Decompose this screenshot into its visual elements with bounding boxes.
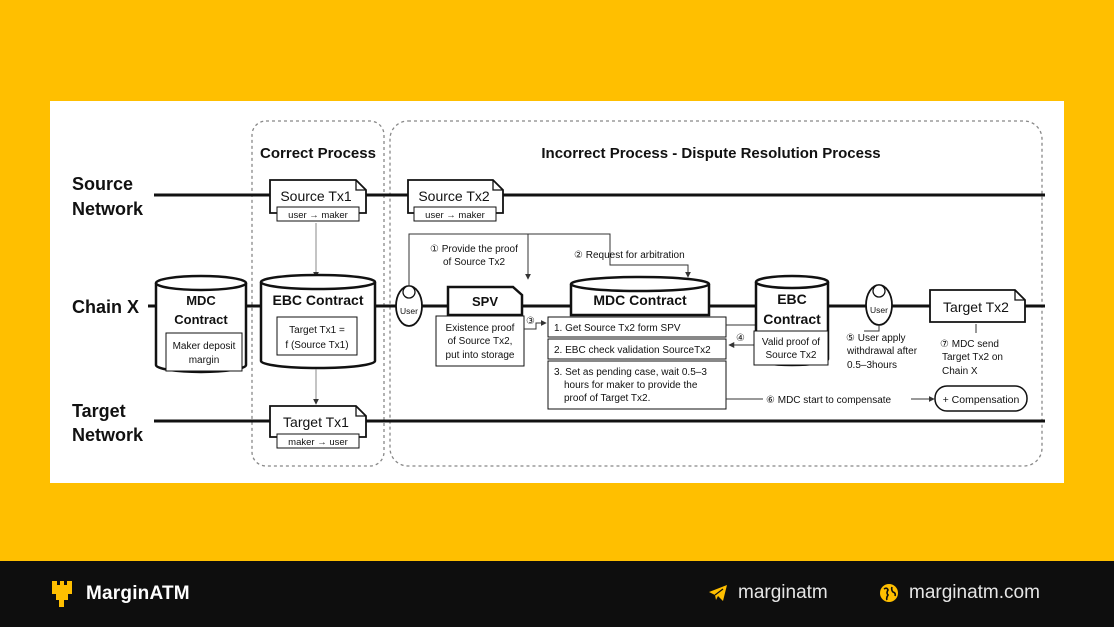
user-2-label: User xyxy=(870,305,888,315)
step5-label-b: withdrawal after xyxy=(846,346,918,357)
mdc-left-title-1: MDC xyxy=(186,293,216,308)
telegram-icon xyxy=(709,585,727,601)
dispute-resolution-diagram: Correct Process Incorrect Process - Disp… xyxy=(72,120,1045,467)
step6-label-bg xyxy=(763,391,911,407)
step1-label-b: of Source Tx2 xyxy=(443,257,506,268)
incorrect-process-title: Incorrect Process - Dispute Resolution P… xyxy=(541,145,880,162)
user-figure-1: User xyxy=(395,285,423,327)
user-2-connector xyxy=(864,325,880,332)
correct-process-title: Correct Process xyxy=(260,145,376,162)
telegram-handle: marginatm xyxy=(738,582,828,603)
ebc-right-title-2: Contract xyxy=(763,311,821,327)
user-figure-2: User xyxy=(865,284,893,326)
mdc-left-note-1: Maker deposit xyxy=(173,341,236,352)
user-1-label: User xyxy=(400,306,418,316)
spv-title: SPV xyxy=(472,294,498,309)
ebc-contract-right: EBC Contract Valid proof of Source Tx2 xyxy=(753,274,830,367)
step2-label: ② Request for arbitration xyxy=(574,250,685,261)
step7-label-c: Chain X xyxy=(942,366,978,377)
mdc-item-3a: 3. Set as pending case, wait 0.5–3 xyxy=(554,367,707,378)
step7-label-b: Target Tx2 on xyxy=(942,352,1003,363)
website-link[interactable]: marginatm.com xyxy=(879,582,1040,604)
mdc-contract-left: MDC Contract Maker deposit margin xyxy=(154,274,248,374)
telegram-link[interactable]: marginatm xyxy=(708,582,828,604)
footer-bar: MarginATM marginatm marginatm.com xyxy=(0,561,1114,627)
compensation-label: + Compensation xyxy=(943,394,1020,406)
lane-label-source-2: Network xyxy=(72,199,144,219)
mdc-left-note-2: margin xyxy=(189,355,220,366)
diagram-panel: Correct Process Incorrect Process - Disp… xyxy=(50,101,1064,483)
brand[interactable]: MarginATM xyxy=(50,580,190,608)
spv-note-3: put into storage xyxy=(446,350,515,361)
lane-label-target-2: Network xyxy=(72,425,144,445)
source-tx1-title: Source Tx1 xyxy=(280,188,352,204)
step5-label-a: ⑤ User apply xyxy=(846,333,906,344)
target-tx1-sub: maker → user xyxy=(288,437,348,448)
mdc-left-title-2: Contract xyxy=(174,312,228,327)
ebc-right-note-2: Source Tx2 xyxy=(766,350,817,361)
arrow-step1 xyxy=(408,233,531,286)
source-tx1-sub: user → maker xyxy=(288,210,348,221)
correct-process-region xyxy=(251,120,385,467)
step6-label: ⑥ MDC start to compensate xyxy=(766,395,892,406)
mdc-item-2: 2. EBC check validation SourceTx2 xyxy=(554,345,711,356)
source-tx2-sub: user → maker xyxy=(425,210,485,221)
target-tx1-title: Target Tx1 xyxy=(283,414,349,430)
lane-label-chain: Chain X xyxy=(72,297,139,317)
lane-label-source-1: Source xyxy=(72,174,133,194)
spv-node: SPV Existence proof of Source Tx2, put i… xyxy=(435,285,525,367)
mdc-contract-center: MDC Contract 1. Get Source Tx2 form SPV … xyxy=(547,275,727,410)
incorrect-process-region xyxy=(389,120,1043,467)
ebc-right-note-1: Valid proof of xyxy=(762,337,820,348)
step7-label-a: ⑦ MDC send xyxy=(940,339,999,350)
spv-note-1: Existence proof xyxy=(446,323,515,334)
ebc-middle-note-1: Target Tx1 = xyxy=(289,325,345,336)
target-tx2-card: Target Tx2 xyxy=(929,289,1026,323)
spv-note-2: of Source Tx2, xyxy=(448,336,513,347)
target-tx1-card: Target Tx1 maker → user xyxy=(269,405,367,449)
step3-label: ③ xyxy=(526,316,535,327)
ebc-middle-title: EBC Contract xyxy=(272,292,363,308)
mdc-item-3c: proof of Target Tx2. xyxy=(564,393,650,404)
lane-label-target-1: Target xyxy=(72,401,126,421)
mdc-item-3b: hours for maker to provide the xyxy=(564,380,698,391)
mdc-item-1: 1. Get Source Tx2 form SPV xyxy=(554,323,681,334)
arrow-step2 xyxy=(528,233,691,278)
ebc-middle-note-2: f (Source Tx1) xyxy=(285,340,348,351)
target-tx2-title: Target Tx2 xyxy=(943,299,1009,315)
source-tx2-title: Source Tx2 xyxy=(418,188,490,204)
step5-label-c: 0.5–3hours xyxy=(847,360,897,371)
ebc-right-title-1: EBC xyxy=(777,291,807,307)
castle-logo-icon xyxy=(52,581,72,607)
mdc-center-title: MDC Contract xyxy=(593,292,687,308)
step4-label: ④ xyxy=(736,333,745,344)
arrow-step3 xyxy=(524,320,547,330)
step1-label-a: ① Provide the proof xyxy=(430,244,518,255)
globe-icon xyxy=(880,584,898,602)
compensation-pill xyxy=(934,385,1028,412)
brand-name: MarginATM xyxy=(86,583,190,604)
ebc-contract-middle: EBC Contract Target Tx1 = f (Source Tx1) xyxy=(259,273,377,370)
website-url: marginatm.com xyxy=(909,582,1040,603)
source-tx1-card: Source Tx1 user → maker xyxy=(269,179,367,222)
source-tx2-card: Source Tx2 user → maker xyxy=(407,179,504,222)
